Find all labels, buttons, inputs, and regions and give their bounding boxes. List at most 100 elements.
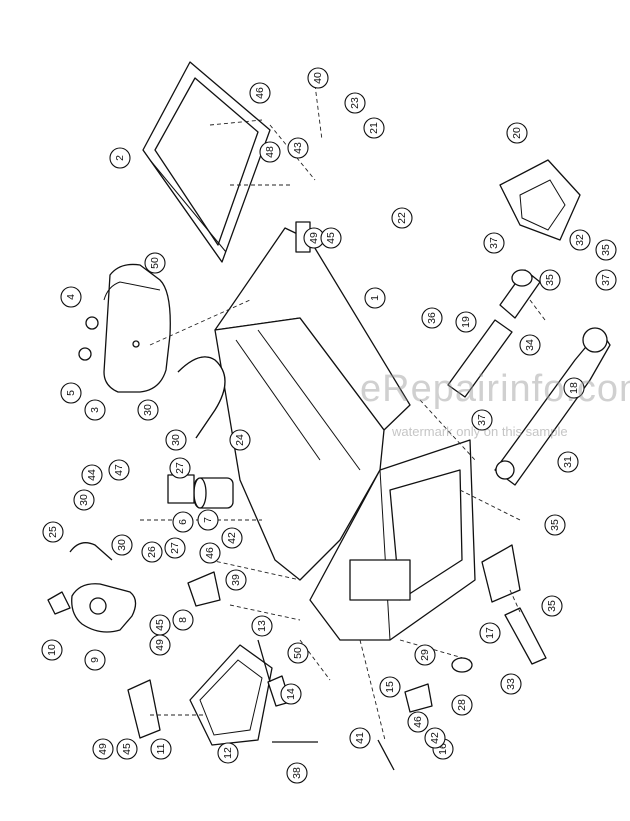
plate-small-part <box>127 679 161 739</box>
callout-9: 9 <box>84 649 106 671</box>
callout-circle <box>563 377 585 399</box>
callout-46b: 46 <box>199 542 221 564</box>
callout-circle <box>451 694 473 716</box>
callout-circle <box>109 147 131 169</box>
callout-circle <box>92 738 114 760</box>
callout-circle <box>172 609 194 631</box>
callout-37b: 37 <box>595 269 617 291</box>
callout-circle <box>483 232 505 254</box>
callout-circle <box>407 711 429 733</box>
small-bracket-part <box>187 571 221 607</box>
callout-circle <box>569 229 591 251</box>
callout-label: 29 <box>419 649 431 661</box>
callout-label: 50 <box>149 257 161 269</box>
callout-label: 41 <box>354 732 366 744</box>
rod-part <box>257 639 271 683</box>
callout-30d: 30 <box>111 534 133 556</box>
callout-42a: 42 <box>221 527 243 549</box>
callout-circle <box>379 676 401 698</box>
callout-45a: 45 <box>320 227 342 249</box>
callout-label: 5 <box>65 390 77 396</box>
callout-circle <box>519 334 541 356</box>
callout-circle <box>84 649 106 671</box>
callout-label: 14 <box>285 688 297 700</box>
callout-circle <box>41 639 63 661</box>
callout-label: 10 <box>46 644 58 656</box>
callout-label: 39 <box>230 574 242 586</box>
callout-circle <box>539 269 561 291</box>
callout-circle <box>557 451 579 473</box>
callout-label: 37 <box>488 237 500 249</box>
callout-32: 32 <box>569 229 591 251</box>
callout-label: 32 <box>574 234 586 246</box>
callout-label: 44 <box>86 469 98 481</box>
callout-label: 9 <box>89 657 101 663</box>
callout-42b: 42 <box>424 727 446 749</box>
callout-circle <box>149 634 171 656</box>
callout-label: 42 <box>429 732 441 744</box>
callout-label: 46 <box>254 87 266 99</box>
callout-label: 6 <box>177 519 189 525</box>
callout-22: 22 <box>391 207 413 229</box>
callout-circle <box>544 514 566 536</box>
callout-29: 29 <box>414 644 436 666</box>
callout-circle <box>595 269 617 291</box>
callout-36: 36 <box>421 307 443 329</box>
callout-circle <box>506 122 528 144</box>
callout-circle <box>229 429 251 451</box>
callout-1: 1 <box>364 287 386 309</box>
callout-circle <box>320 227 342 249</box>
callout-2: 2 <box>109 147 131 169</box>
callout-34: 34 <box>519 334 541 356</box>
callout-circle <box>479 622 501 644</box>
callout-label: 17 <box>484 627 496 639</box>
callout-circle <box>42 521 64 543</box>
callout-label: 34 <box>524 339 536 351</box>
callout-30a: 30 <box>137 399 159 421</box>
callout-20: 20 <box>506 122 528 144</box>
plate-part <box>47 591 71 615</box>
callout-label: 4 <box>65 294 77 300</box>
callout-circle <box>225 569 247 591</box>
callout-label: 22 <box>396 212 408 224</box>
callout-circle <box>500 673 522 695</box>
callout-label: 2 <box>114 155 126 161</box>
drawing <box>47 61 611 771</box>
callout-circle <box>287 642 309 664</box>
callout-label: 7 <box>202 517 214 523</box>
callout-35c: 35 <box>544 514 566 536</box>
callout-48: 48 <box>259 141 281 163</box>
callout-44: 44 <box>81 464 103 486</box>
callout-circle <box>414 644 436 666</box>
callout-37c: 37 <box>471 409 493 431</box>
callout-circle <box>221 527 243 549</box>
callout-25: 25 <box>42 521 64 543</box>
callout-27b: 27 <box>164 537 186 559</box>
callout-label: 43 <box>292 142 304 154</box>
callout-10: 10 <box>41 639 63 661</box>
callout-label: 1 <box>369 295 381 301</box>
callout-49c: 49 <box>92 738 114 760</box>
callout-circle <box>251 615 273 637</box>
callout-circle <box>249 82 271 104</box>
callout-30c: 30 <box>73 489 95 511</box>
callout-46a: 46 <box>249 82 271 104</box>
callout-27a: 27 <box>169 457 191 479</box>
callout-circle <box>73 489 95 511</box>
block-part <box>404 683 433 713</box>
callout-circle <box>199 542 221 564</box>
callout-circle <box>471 409 493 431</box>
callout-label: 35 <box>549 519 561 531</box>
pivot-bracket-part <box>481 544 521 603</box>
callout-18: 18 <box>563 377 585 399</box>
callout-21: 21 <box>363 117 385 139</box>
callout-circle <box>111 534 133 556</box>
mount-part <box>189 644 273 746</box>
callout-label: 20 <box>511 127 523 139</box>
callout-45c: 45 <box>116 738 138 760</box>
callout-circle <box>363 117 385 139</box>
callout-45b: 45 <box>149 614 171 636</box>
callout-circle <box>391 207 413 229</box>
